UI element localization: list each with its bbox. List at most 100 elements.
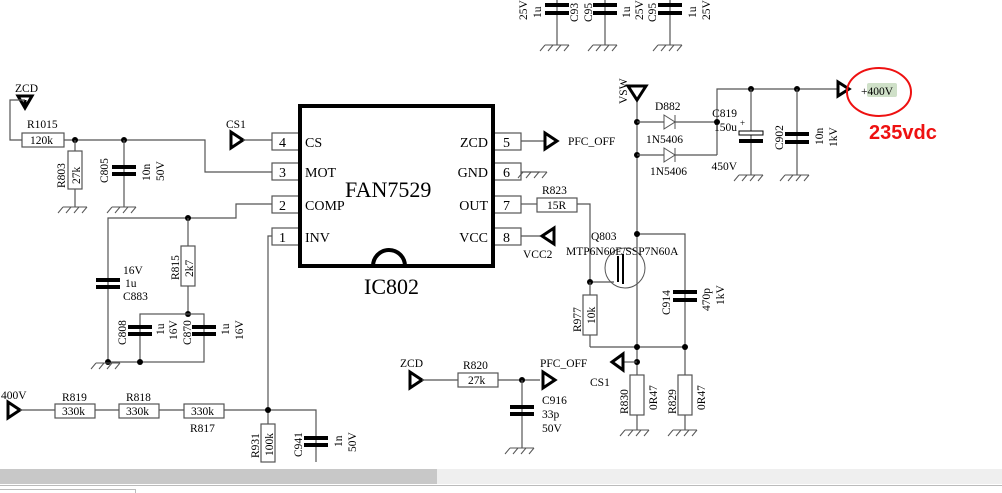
annotation-circle [846,67,912,117]
label: D882 [655,101,681,113]
port-label: PFC_OFF [540,358,587,370]
pin-name: VCC [459,231,488,246]
label: R803 [56,163,68,188]
pin-number: 6 [503,166,510,181]
pin-name: GND [458,166,488,181]
ic-right-network: PFC_OFF R823 15R VCC2 Q803 MTP6N60E/SSP7… [517,78,727,437]
label: 1kV [828,127,840,148]
label: MTP6N60E/SSP7N60A [566,246,679,258]
label: 1u [220,323,232,335]
label: C819 [712,108,737,120]
top-capacitors: 25V 1u C93 C95 1u 25V C95 1u 25V [518,0,713,52]
label: C95 [647,3,659,22]
400v-port-icon [836,79,852,99]
label: R819 [62,392,87,404]
port-label: ZCD [15,83,38,95]
sheet-tab[interactable] [0,489,136,493]
port-label: 400V [1,390,27,402]
label: 330k [126,406,149,418]
port-label: +400V [861,86,894,98]
pin-number: 4 [279,136,286,151]
label: C914 [661,290,673,315]
inv-divider: 400V R819 330k R818 330k 330k R817 R931 … [1,235,359,463]
label: R817 [190,423,215,435]
label: 330k [62,406,85,418]
label: 10k [586,307,598,325]
label: R820 [463,360,488,372]
highlight [867,83,897,97]
zcd-filter: ZCD R820 27k PFC_OFF C916 33p 50V [400,358,587,455]
label: 2k7 [184,260,196,278]
label: 1N5406 [646,134,683,146]
label: C95 [583,3,595,22]
port-label: CS1 [226,119,246,131]
pin-name: COMP [305,199,345,214]
label: 1u [125,278,137,290]
port-label: CS1 [590,377,610,389]
scrollbar-thumb[interactable] [0,469,437,484]
label: 16V [123,265,144,277]
label: 27k [71,167,83,185]
label: C805 [99,158,111,183]
pin-number: 7 [503,199,510,214]
label: 120k [30,135,53,147]
label: 150u [714,122,737,134]
label: 16V [234,320,246,341]
port-label: ZCD [400,358,423,370]
pin-name: OUT [459,199,488,214]
pin-number: 8 [503,231,510,246]
label: R977 [572,307,584,332]
label: 330k [191,406,214,418]
label: 50V [347,432,359,453]
label: 16V [168,320,180,341]
pin-number: 5 [503,136,510,151]
pin-number: 2 [279,199,286,214]
vcc2-port-icon [539,225,556,247]
label: 1u [621,6,633,18]
label: 25V [634,0,646,20]
label: 0R47 [648,385,660,410]
label: R931 [250,433,262,458]
plus-sign: + [740,118,745,128]
label: R818 [126,392,151,404]
label: 1N5406 [650,166,687,178]
label: R829 [667,389,679,414]
label: 1u [155,323,167,335]
label: 1kV [715,285,727,306]
label: C870 [182,320,194,345]
pfc-off-port-icon [541,369,558,391]
zcd-port-icon [15,94,35,111]
label: 470p [701,288,713,311]
label: R1015 [27,119,58,131]
output-stage: D882 1N5406 1N5406 + C819 150u 450V C902… [634,67,937,182]
comp-network: 16V 1u C883 R815 2k7 C808 1u 16V C870 1u… [90,203,272,370]
horizontal-scrollbar[interactable] [0,469,1002,484]
label: Q803 [591,231,617,243]
label: 50V [542,423,563,435]
label: 10n [141,164,153,182]
annotation-text: 235vdc [869,122,937,144]
label: C883 [123,291,148,303]
label: R823 [542,185,567,197]
mosfet-icon [604,247,646,289]
pin-number: 1 [279,231,286,246]
pfc-off-port-icon [543,130,560,152]
cs1-port-icon [229,129,246,151]
label: 50V [155,161,167,182]
label: 25V [701,0,713,20]
diode-icon [663,147,676,163]
label: C808 [117,320,129,345]
diode-icon [663,114,676,130]
400v-port-icon [6,399,23,421]
ic-ref-label: IC802 [364,274,419,299]
schematic: 25V 1u C93 C95 1u 25V C95 1u 25V 4 CS 3 … [1,0,937,463]
label: 1u [532,6,544,18]
label: C902 [774,125,786,150]
port-label: VSW [618,78,630,104]
port-label: VCC2 [523,249,553,261]
label: R830 [619,389,631,414]
label: 33p [542,409,560,421]
label: 10n [814,128,826,146]
label: 100k [264,433,276,456]
label: 1u [687,6,699,18]
